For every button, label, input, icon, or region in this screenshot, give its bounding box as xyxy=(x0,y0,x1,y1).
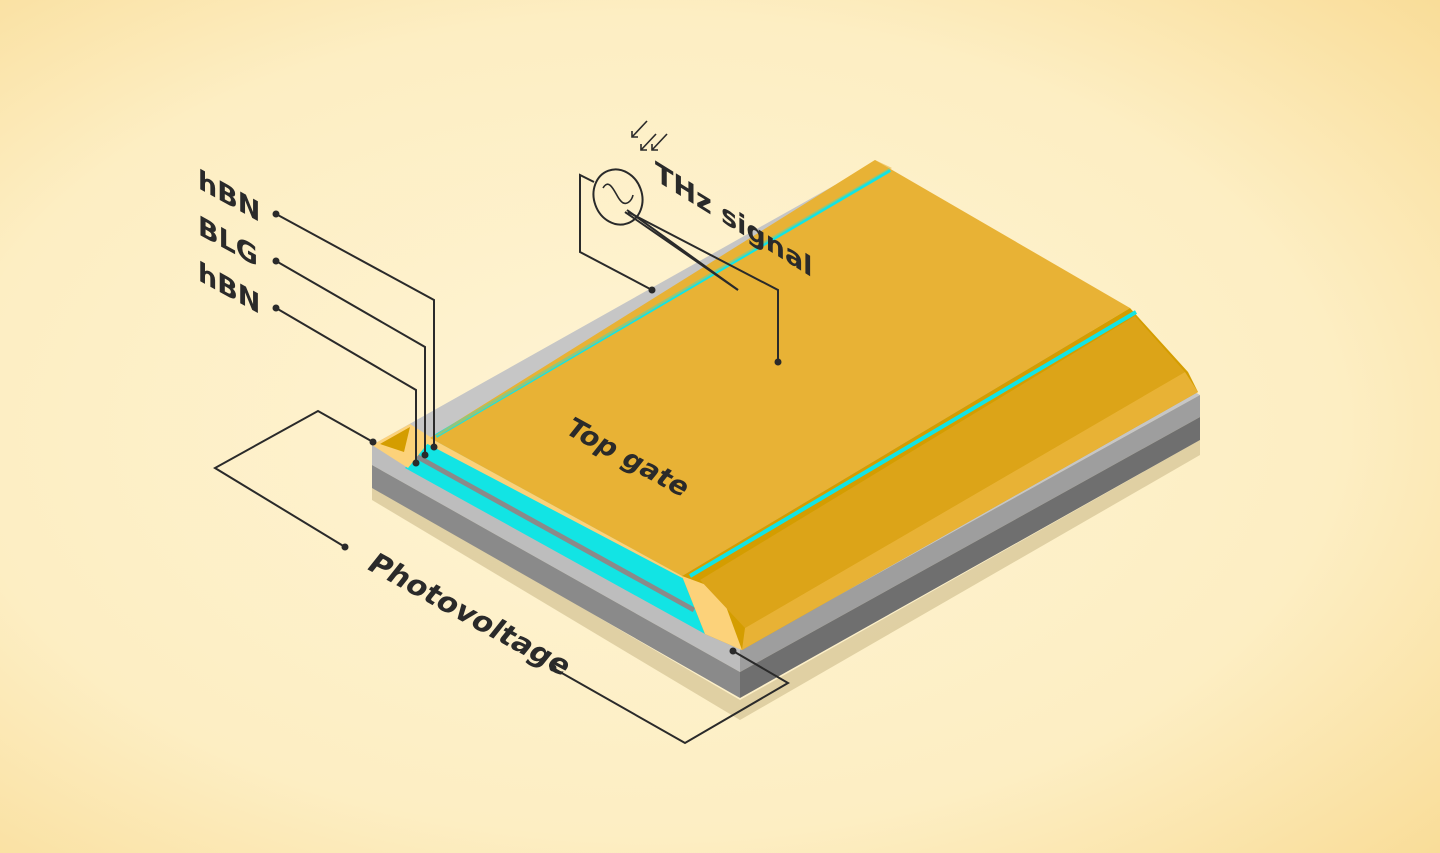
photovoltage-leaders xyxy=(213,409,790,745)
heterostructure-layers xyxy=(405,438,705,634)
right-contact xyxy=(682,308,1198,650)
layer-leaders xyxy=(272,210,438,467)
top-gate xyxy=(420,160,1130,582)
ac-source-icon xyxy=(592,168,644,226)
signal-leaders xyxy=(579,173,782,366)
incoming-radiation-arrows-icon xyxy=(631,120,668,151)
contact-edge-highlight xyxy=(688,310,1138,578)
